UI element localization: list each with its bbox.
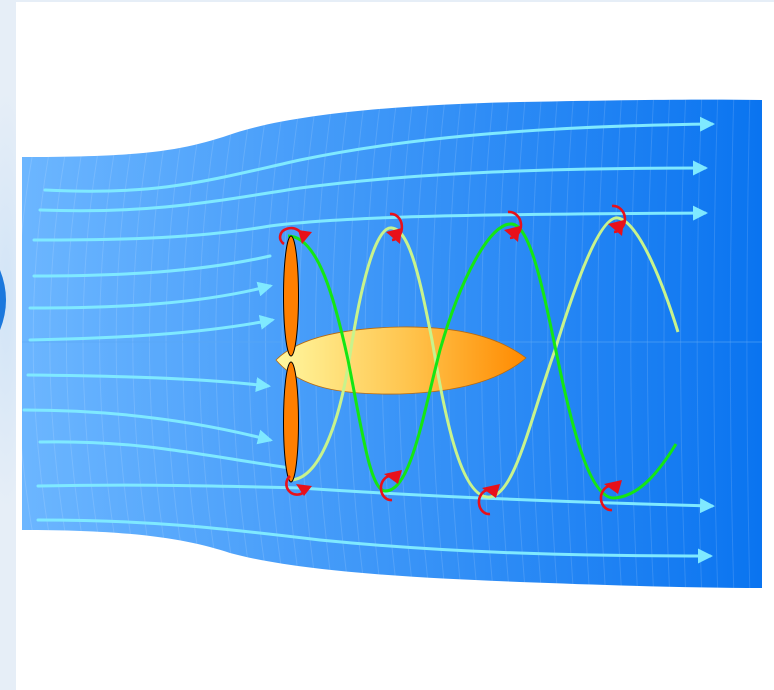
flow-contour (696, 99, 703, 588)
vortex-arrow (285, 475, 312, 496)
propeller-blade-upper (283, 235, 299, 357)
streamline (38, 160, 708, 213)
vortex-arrow (599, 480, 622, 512)
helix-line-light (289, 216, 680, 499)
flow-contour (115, 99, 143, 588)
streamlines (22, 116, 715, 564)
flow-contour (680, 99, 687, 588)
vortex-arrow (504, 210, 523, 242)
vortex-markers (278, 204, 627, 516)
flow-contour (99, 99, 127, 588)
vortex-arrow (477, 484, 500, 516)
flow-contour (530, 99, 543, 588)
vortex-arrow (386, 212, 404, 244)
streamline (36, 518, 713, 564)
streamline (28, 281, 273, 310)
flow-contour (597, 99, 607, 588)
flow-contour (497, 99, 511, 588)
flow-contour (65, 99, 95, 588)
flow-contour (148, 99, 175, 588)
flow-contour-lines (22, 99, 751, 588)
flow-contour (182, 99, 207, 588)
flow-contour (82, 99, 111, 588)
helix-line-green (287, 222, 678, 500)
streamline (26, 373, 271, 393)
flow-contour (563, 99, 575, 588)
flow-contour (248, 99, 271, 588)
streamline (28, 314, 275, 342)
streamline (32, 254, 272, 278)
flow-contour (22, 99, 47, 588)
flow-contour (132, 99, 159, 588)
flow-contour (613, 99, 623, 588)
streamline (38, 440, 292, 470)
flow-contour (265, 99, 287, 588)
flow-contour (580, 99, 591, 588)
streamline (36, 483, 715, 514)
flow-contour (514, 99, 527, 588)
propeller-blade-lower (283, 361, 299, 483)
flow-contour (547, 99, 559, 588)
vortex-arrow (379, 470, 402, 502)
flow-contour (281, 99, 303, 588)
flow-contour (729, 99, 735, 588)
flow-contour (713, 99, 719, 588)
flow-contour (663, 99, 671, 588)
vortex-arrow (608, 204, 627, 236)
flow-contour (231, 99, 255, 588)
left-edge-swoosh (0, 270, 6, 330)
flow-contour (165, 99, 191, 588)
streamline (32, 205, 708, 242)
vortex-arrow (278, 226, 312, 246)
flow-contour (646, 99, 655, 588)
streamline (22, 408, 273, 445)
flow-contour (49, 99, 79, 588)
flow-contour (630, 99, 639, 588)
flow-contour (746, 99, 751, 588)
streamline (43, 116, 715, 193)
